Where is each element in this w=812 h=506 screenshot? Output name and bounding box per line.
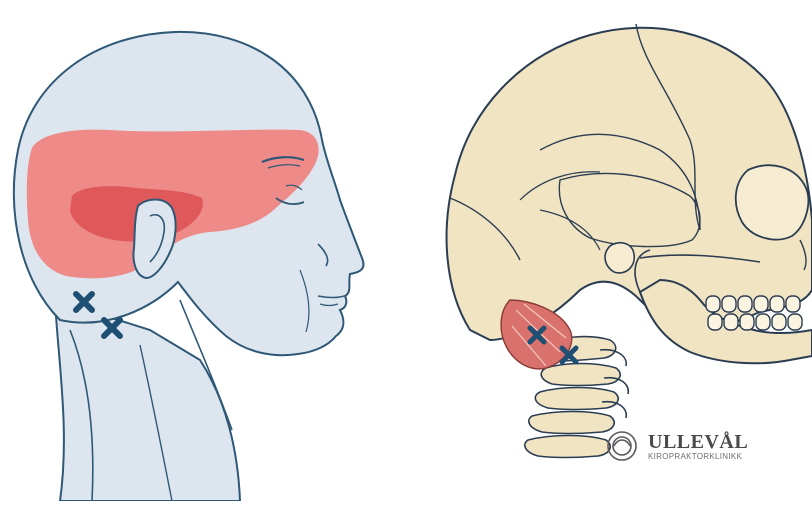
clinic-logo-mark — [608, 432, 636, 460]
clinic-logo: ULLEVÅL KIROPRAKTORKLINIKK — [648, 432, 748, 461]
neck — [55, 300, 240, 501]
logo-subtitle: KIROPRAKTORKLINIKK — [648, 453, 748, 461]
eye-socket — [736, 165, 809, 239]
logo-title: ULLEVÅL — [648, 432, 748, 452]
skull — [447, 24, 812, 363]
head-profile — [14, 32, 364, 501]
